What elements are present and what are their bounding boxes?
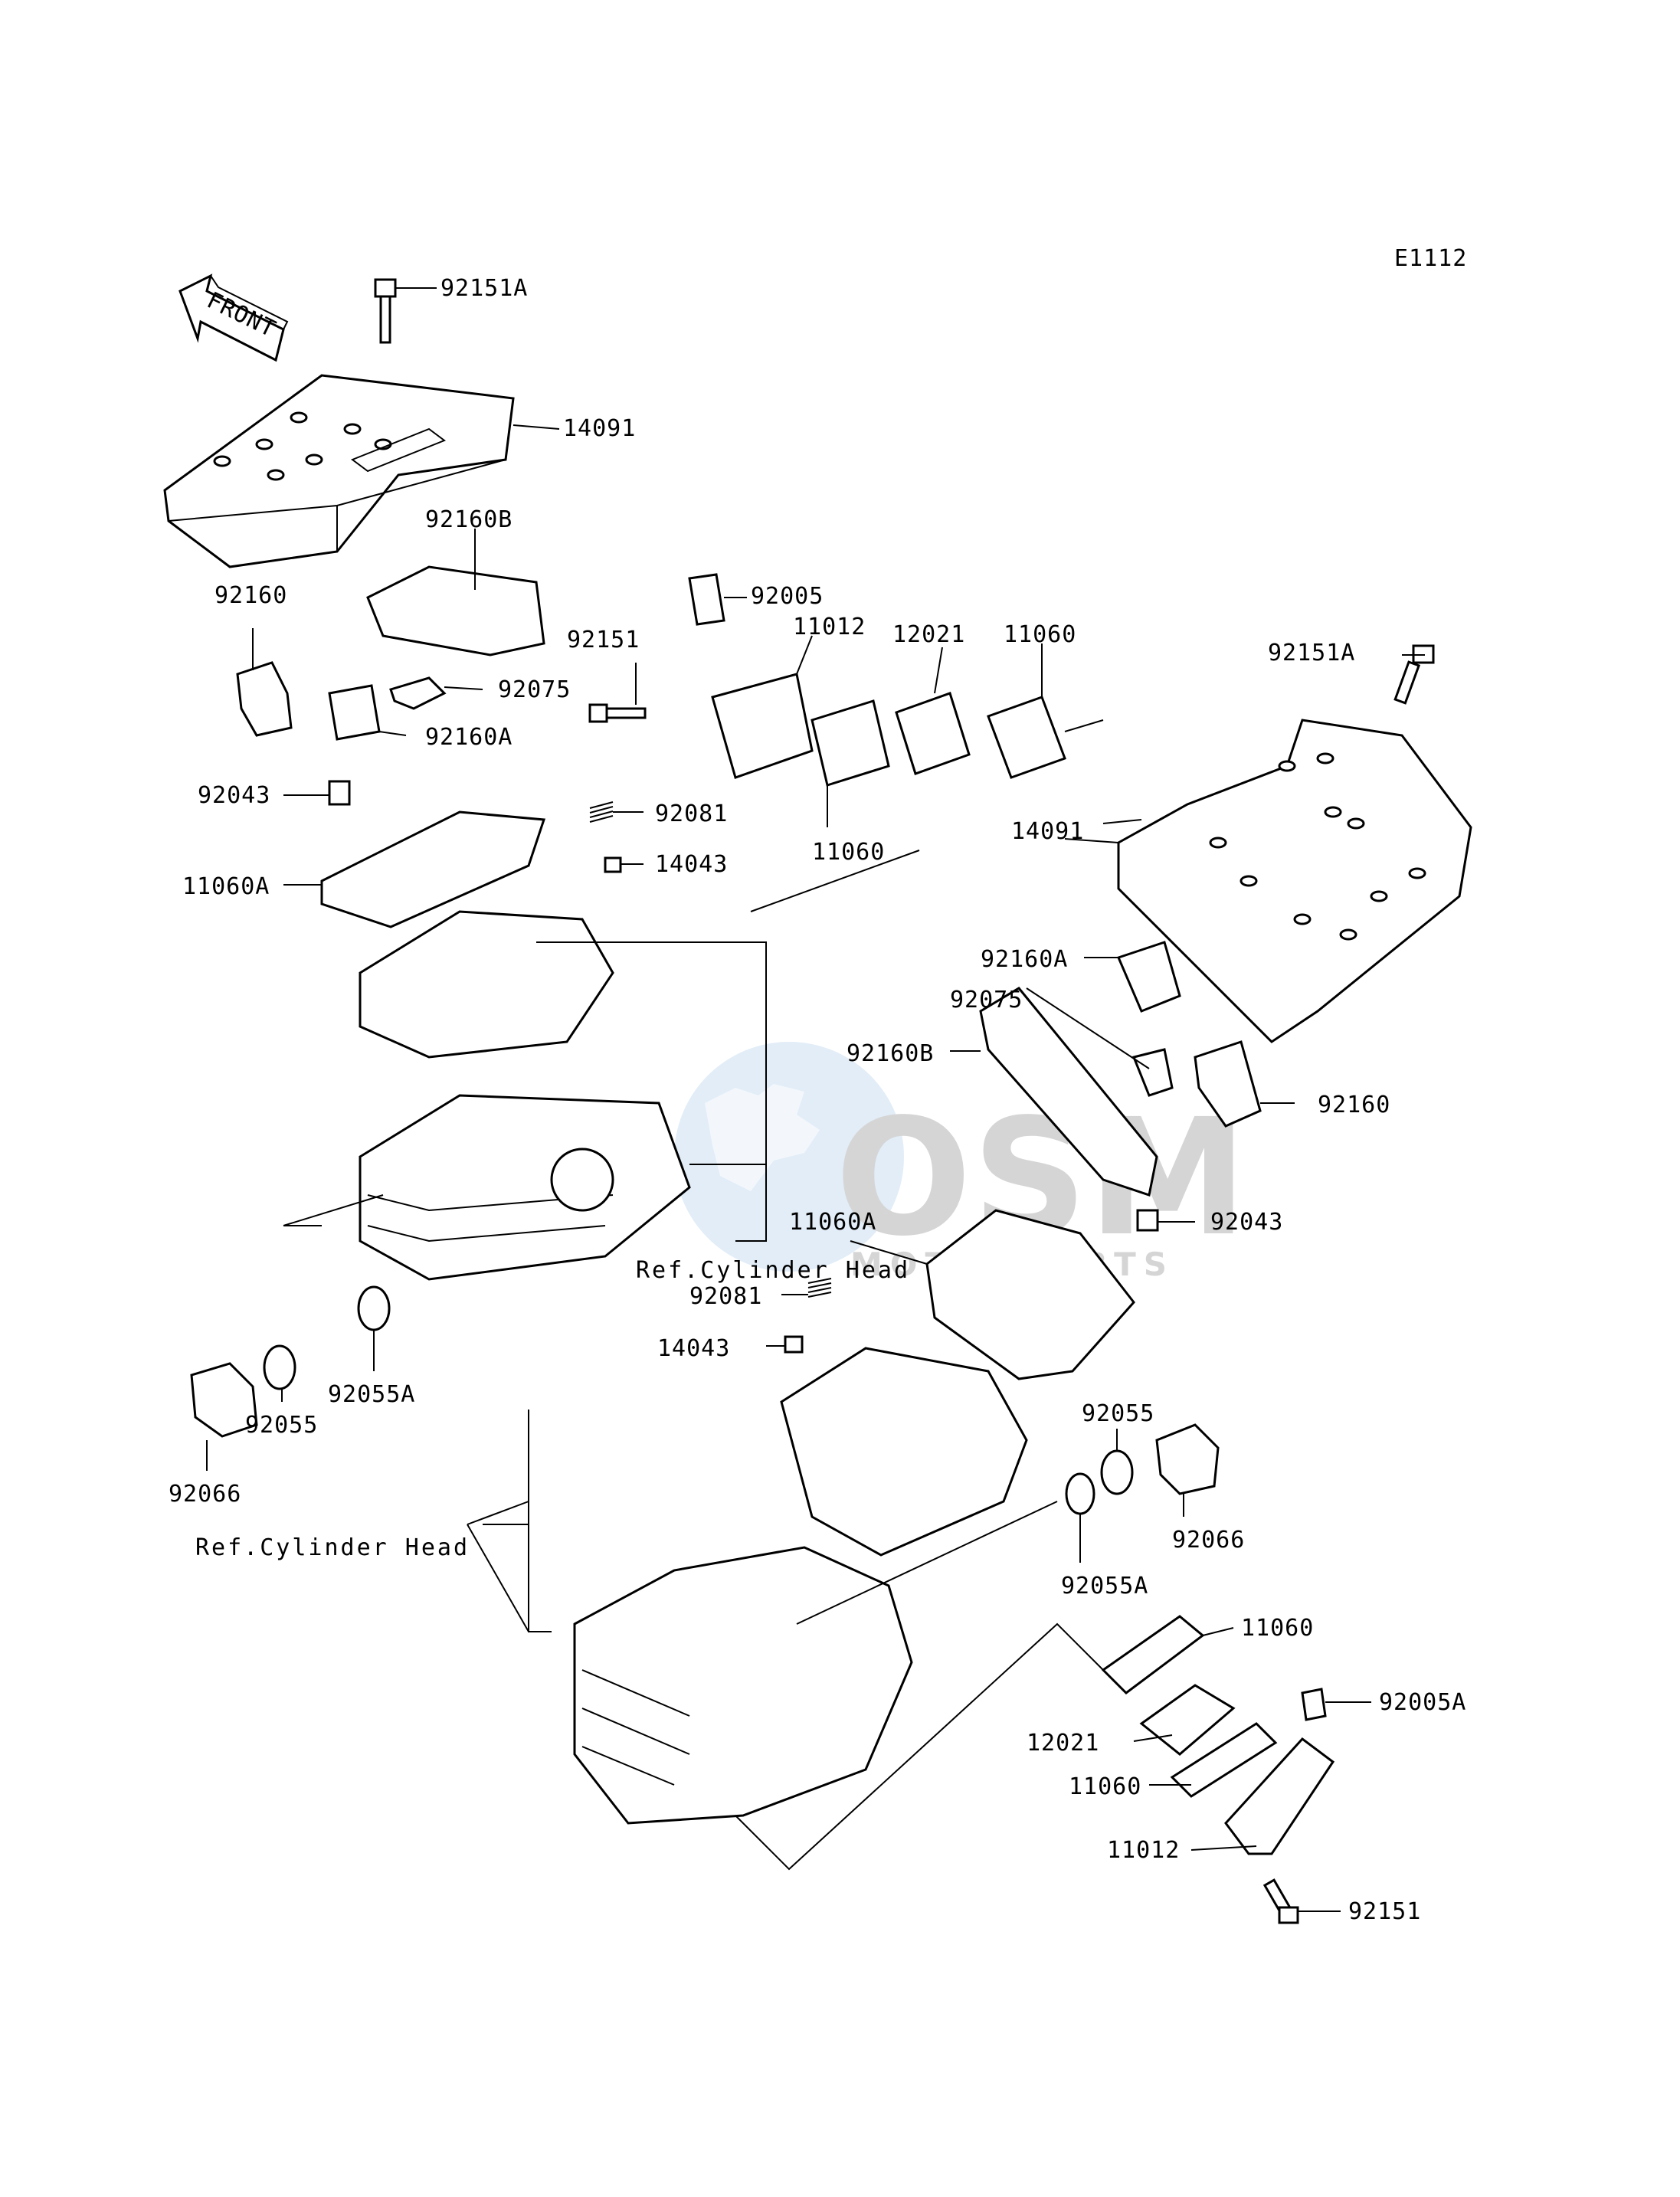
gasket-11060-top-a: [811, 699, 890, 787]
callout-92160A-right: 92160A: [981, 946, 1068, 973]
damper-92160-right: [1194, 1040, 1262, 1128]
head-cover-14091-left: [163, 374, 515, 568]
callout-11060-low2: 11060: [1069, 1773, 1141, 1800]
cap-92005: [688, 573, 725, 626]
damper-92075-left: [389, 676, 447, 710]
head-cover-14091-right: [1117, 719, 1472, 1043]
damper-92160A-left: [328, 684, 381, 741]
callout-11060A-left: 11060A: [182, 873, 270, 900]
callout-11060-mid: 11060: [812, 839, 885, 866]
o-ring-92055A-left: [357, 1285, 391, 1331]
callout-92160-left: 92160: [215, 582, 287, 609]
cylinder-head-left: [359, 1094, 691, 1281]
callout-92151-top: 92151: [567, 627, 640, 653]
callout-14091-right: 14091: [1011, 818, 1084, 845]
bracket-92160B-right: [979, 987, 1158, 1197]
callout-11012-top: 11012: [793, 614, 866, 640]
bolt-92151A-top: [374, 278, 397, 344]
pin-14043-right: [784, 1335, 804, 1354]
callout-14043-left: 14043: [655, 851, 728, 878]
callout-12021-top: 12021: [892, 621, 965, 648]
watermark: OSM MOTORPARTS: [674, 1042, 1248, 1283]
seal-92043-left: [328, 780, 351, 806]
pin-14043-left: [604, 856, 622, 873]
callout-92055-left: 92055: [245, 1412, 318, 1439]
callout-92055-right: 92055: [1082, 1400, 1154, 1427]
rocker-case-right: [780, 1347, 1028, 1557]
watermark-globe: [674, 1042, 904, 1272]
gasket-11060A-right: [925, 1209, 1135, 1380]
seal-92043-right: [1136, 1209, 1159, 1232]
callout-92160A-left: 92160A: [425, 724, 513, 751]
callout-92151A-top: 92151A: [440, 275, 528, 302]
callout-92005A: 92005A: [1379, 1689, 1466, 1716]
callout-92151-low: 92151: [1348, 1898, 1421, 1925]
callout-11060-low1: 11060: [1241, 1615, 1314, 1642]
callout-92160-right: 92160: [1318, 1092, 1390, 1118]
cover-11012-top: [711, 673, 814, 779]
callout-11060-top: 11060: [1004, 621, 1076, 648]
damper-92075-right: [1131, 1048, 1174, 1097]
callout-92066-right: 92066: [1172, 1527, 1245, 1554]
callout-92005: 92005: [751, 583, 824, 610]
callout-92055A-right: 92055A: [1061, 1573, 1148, 1599]
fitting-92066-left: [190, 1362, 258, 1438]
callout-92043-left: 92043: [198, 782, 270, 809]
leader-lines: [206, 287, 1425, 1912]
gasket-11060-low-b: [1170, 1722, 1278, 1798]
callout-ref-cylinder-head-right: Ref.Cylinder Head: [636, 1257, 910, 1284]
callout-92151A-right: 92151A: [1268, 640, 1355, 666]
spring-92081-right: [807, 1278, 832, 1298]
callout-92160B-right: 92160B: [847, 1040, 934, 1067]
fitting-92066-right: [1155, 1423, 1220, 1495]
damper-92160-left: [236, 661, 293, 737]
callout-92081-right: 92081: [689, 1283, 762, 1310]
callout-92160B-left: 92160B: [425, 506, 513, 533]
cap-92005A: [1301, 1688, 1327, 1721]
cylinder-head-right: [573, 1546, 913, 1825]
front-arrow-icon: FRONT: [178, 273, 289, 362]
damper-92160A-right: [1116, 941, 1181, 1013]
callout-11060A-right: 11060A: [789, 1209, 876, 1236]
callout-92055A-left: 92055A: [328, 1381, 415, 1408]
callout-92075-left: 92075: [498, 676, 571, 703]
callout-12021-low: 12021: [1027, 1730, 1099, 1757]
bolt-92151-low: [1262, 1878, 1299, 1924]
diagram-code: E1112: [1394, 245, 1467, 272]
gasket-11060-low-a: [1101, 1615, 1205, 1694]
rocker-case-left: [359, 910, 614, 1059]
callout-92081-left: 92081: [655, 801, 728, 827]
gasket-11060A-left: [320, 810, 546, 928]
bolt-92151-top: [588, 703, 647, 723]
spring-92081-left: [589, 801, 614, 823]
callout-ref-cylinder-head-left: Ref.Cylinder Head: [195, 1534, 470, 1561]
reed-valve-12021-low: [1139, 1684, 1236, 1756]
callout-11012-low: 11012: [1107, 1837, 1180, 1864]
callout-92043-right: 92043: [1210, 1209, 1283, 1236]
callout-92075-right: 92075: [950, 987, 1023, 1013]
callout-14091-left: 14091: [563, 415, 636, 442]
callout-92066-left: 92066: [169, 1481, 241, 1508]
callout-14043-right: 14043: [657, 1335, 730, 1362]
cover-11012-low: [1224, 1737, 1335, 1855]
bracket-92160B-left: [366, 565, 545, 656]
o-ring-92055A-right: [1065, 1472, 1095, 1515]
gasket-11060-top-b: [987, 696, 1066, 779]
reed-valve-12021-top: [895, 692, 971, 775]
o-ring-92055-left: [263, 1344, 296, 1390]
o-ring-92055-right: [1100, 1449, 1134, 1495]
